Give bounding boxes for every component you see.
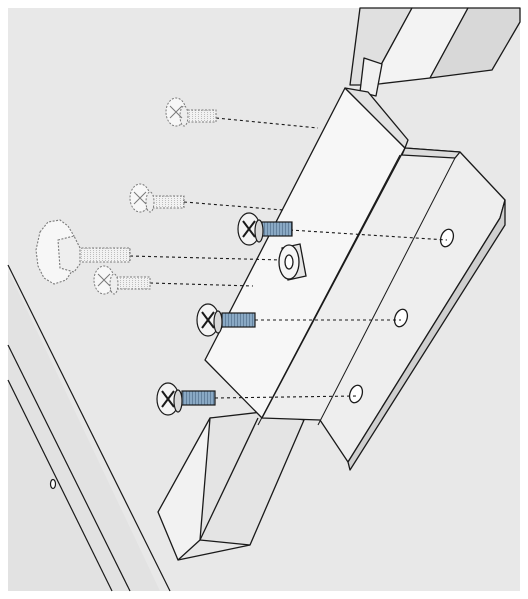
panel-hole xyxy=(49,478,57,490)
side-panel xyxy=(7,264,171,592)
screw-lower xyxy=(156,382,216,416)
leader-knob xyxy=(129,255,283,261)
bracket-hole-middle xyxy=(393,308,409,328)
round-spacer xyxy=(278,243,307,281)
leader-upper xyxy=(289,229,448,241)
square-tube xyxy=(157,7,521,561)
bracket-hole-upper xyxy=(439,228,455,248)
leader-ghost-top xyxy=(215,117,319,129)
ghost-screw-top xyxy=(165,97,217,127)
thumb-knob-bolt xyxy=(35,219,131,285)
leader-lines xyxy=(129,117,448,399)
leader-ghost-mid xyxy=(183,201,284,211)
ghost-screw-mid xyxy=(129,183,185,213)
screw-middle xyxy=(196,303,256,337)
ghost-screw-low xyxy=(93,265,151,295)
leader-ghost-low xyxy=(149,282,254,287)
angle-bracket xyxy=(204,87,506,471)
screw-upper xyxy=(237,212,293,246)
bracket-hole-lower xyxy=(348,384,364,404)
